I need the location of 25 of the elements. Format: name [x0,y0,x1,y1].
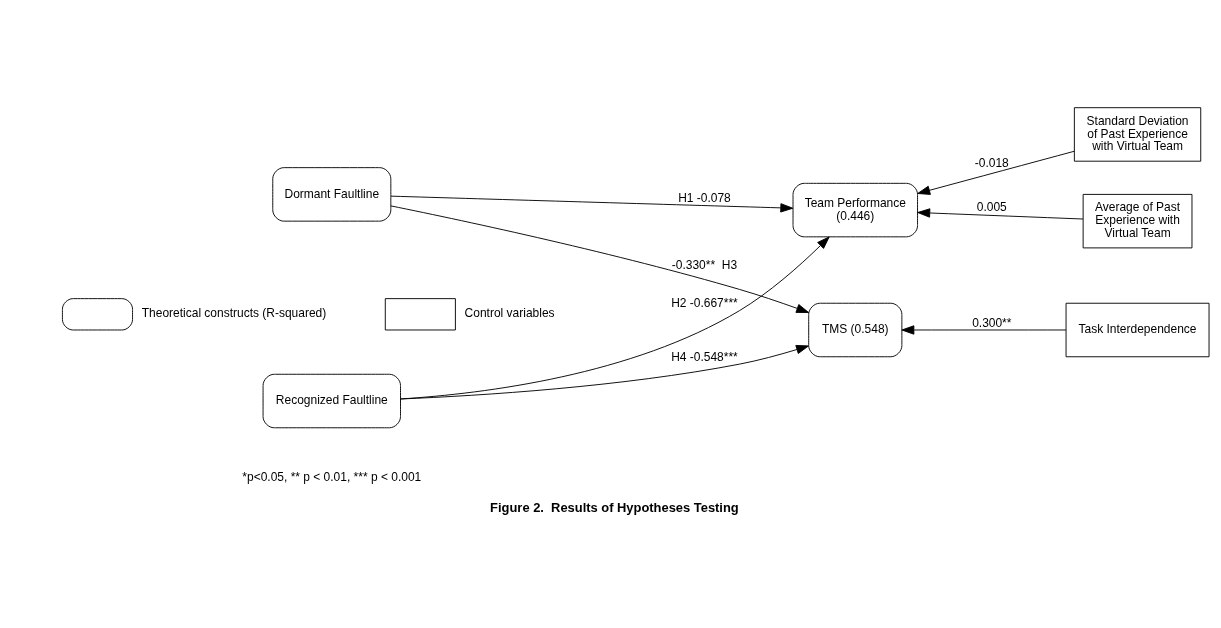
node-box: Dormant Faultline [272,167,392,222]
caption: Figure 2. Results of Hypotheses Testing [490,500,739,516]
label: *p<0.05, ** p < 0.01, *** p < 0.001 [242,469,422,484]
edge-label: H1 -0.078 [678,191,731,206]
edge-label: H4 -0.548*** [671,349,738,364]
node-box: Task Interdependence [1065,302,1210,358]
arrow [901,325,1067,335]
edge-label: H2 -0.667*** [671,296,738,311]
legend-label: Control variables [464,306,555,321]
node-box: Team Performance (0.446) [792,182,918,238]
arrow [917,208,1084,220]
edge-label: 0.300** [972,315,1012,330]
edge-label: 0.005 [976,200,1007,215]
node-box: Recognized Faultline [262,373,401,429]
legend-label: Theoretical constructs (R-squared) [141,306,327,321]
node-box: TMS (0.548) [808,302,903,358]
edge-label: -0.018 [974,156,1009,171]
arrow [400,345,809,400]
arrow [390,205,810,313]
node-box: Average of Past Experience with Virtual Team [1082,193,1193,249]
arrow [400,236,830,400]
arrow [390,195,794,213]
node-box: Standard Deviation of Past Experience with Virtual Team [1073,107,1202,162]
edge-label: -0.330** H3 [671,257,738,272]
arrow [917,150,1075,195]
